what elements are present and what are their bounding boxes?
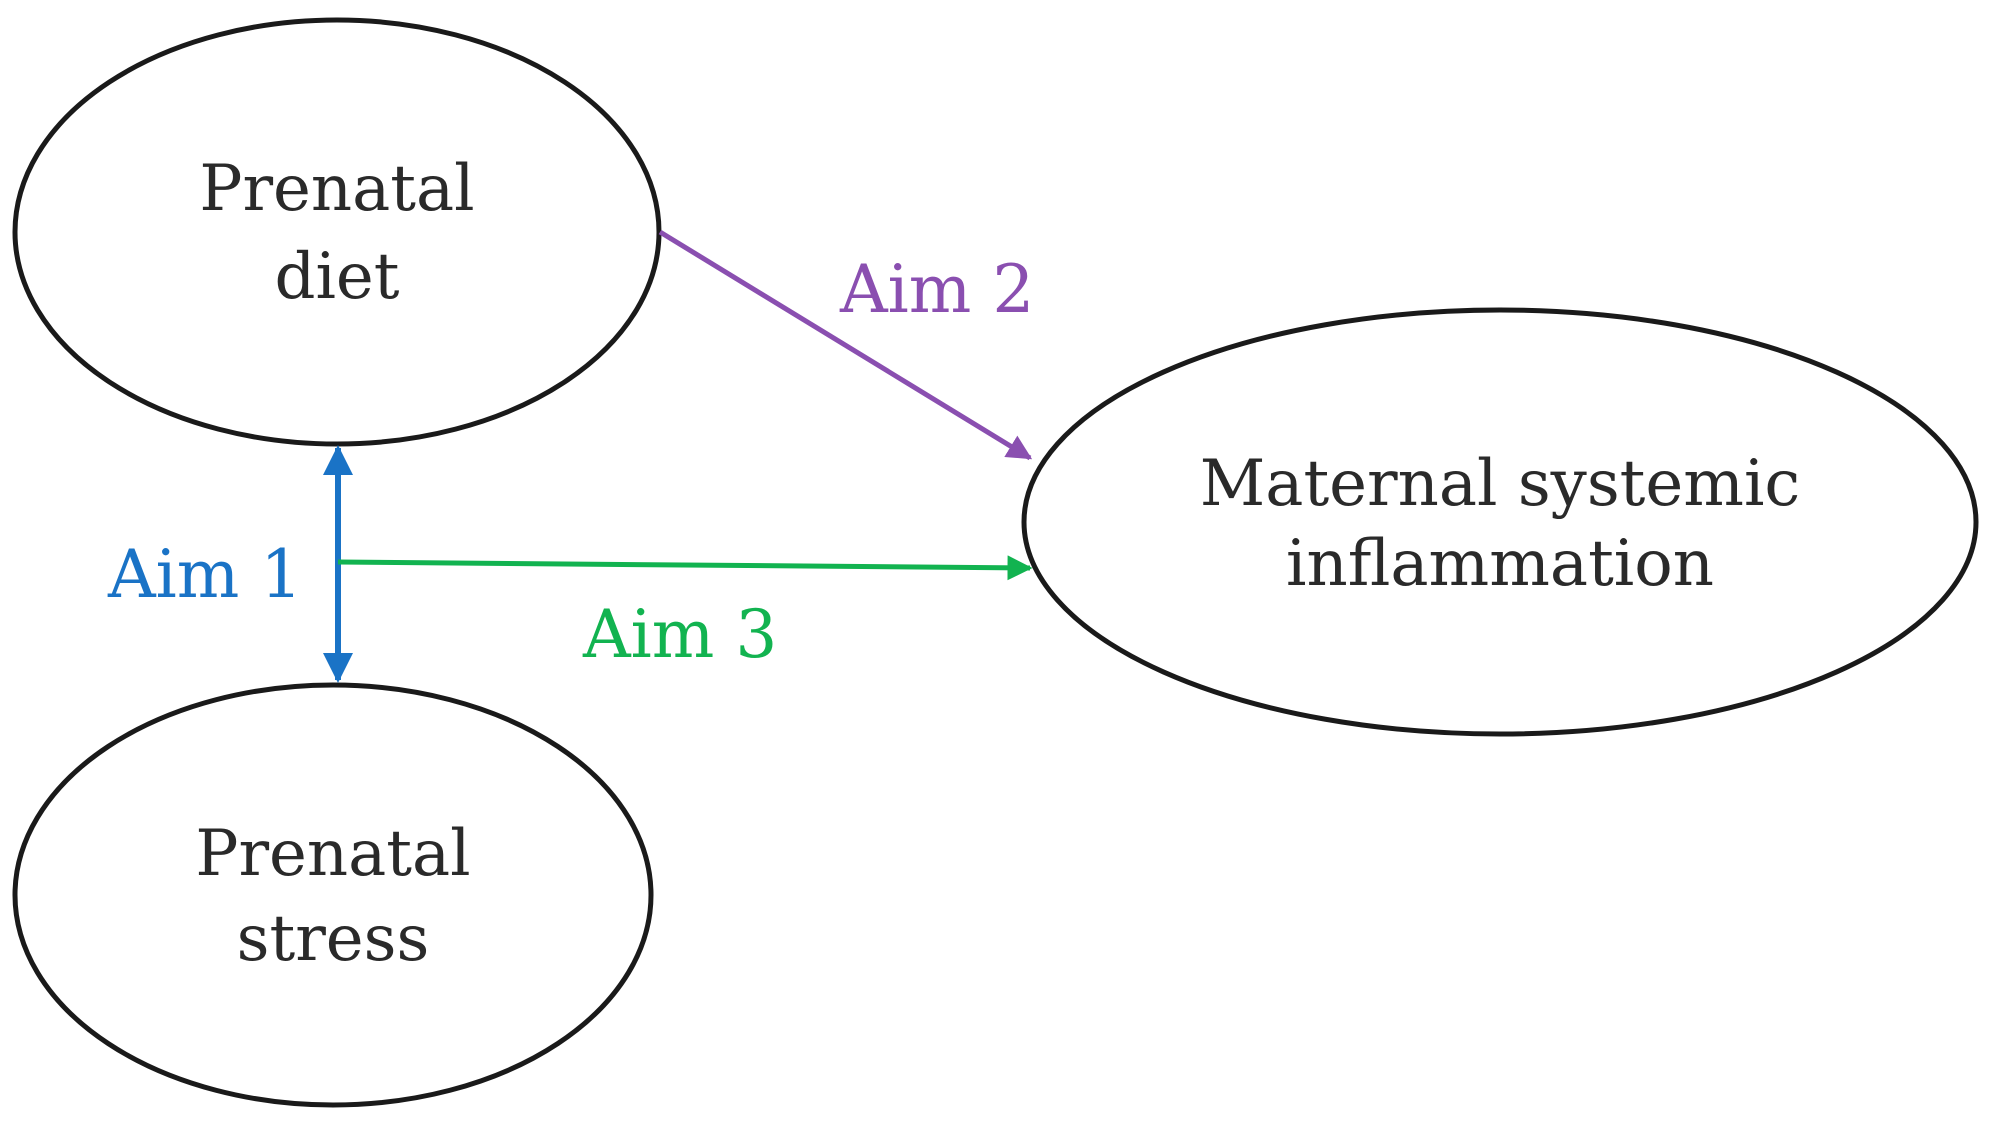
node-prenatal-diet-label-line1: Prenatal (199, 152, 474, 226)
node-prenatal-stress-label-line2: stress (237, 902, 430, 976)
aim2-arrow (658, 229, 1033, 461)
node-prenatal-stress: Prenatal stress (12, 682, 654, 1108)
node-prenatal-diet-shape (12, 17, 662, 447)
node-maternal-inflammation-label-line2: inflammation (1286, 527, 1714, 601)
aim2-label: Aim 2 (839, 251, 1034, 328)
node-maternal-inflammation-shape (1021, 307, 1979, 737)
node-maternal-inflammation-label-line1: Maternal systemic (1200, 447, 1801, 521)
node-maternal-inflammation: Maternal systemic inflammation (1021, 307, 1979, 737)
aim1-label: Aim 1 (107, 536, 302, 613)
aim3-arrow (337, 555, 1033, 581)
node-prenatal-diet: Prenatal diet (12, 17, 662, 447)
aim3-label: Aim 3 (582, 596, 777, 673)
node-prenatal-stress-label-line1: Prenatal (195, 817, 470, 891)
node-prenatal-diet-label-line2: diet (274, 240, 399, 314)
node-prenatal-stress-shape (12, 682, 654, 1108)
